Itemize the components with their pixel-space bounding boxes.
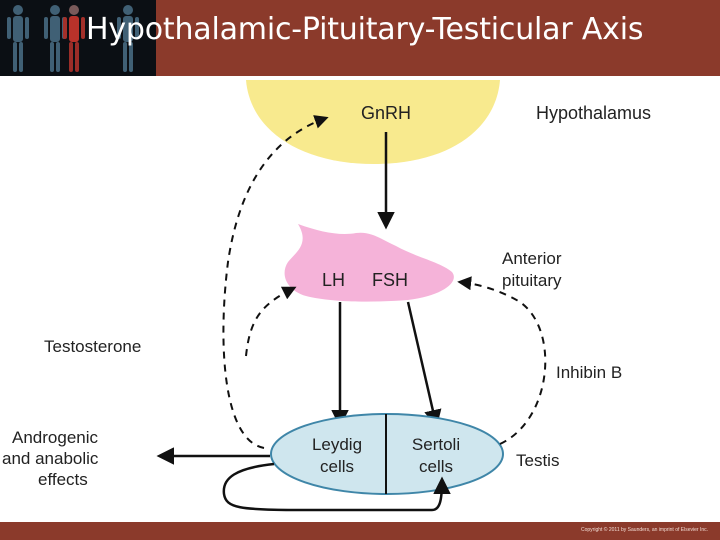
testosterone-to-sertoli-arrow: [222, 462, 451, 512]
anabolic-label: and anabolic: [2, 449, 99, 468]
sertoli-cells-label: cells: [419, 457, 453, 476]
inhibin-b-label: Inhibin B: [556, 363, 622, 382]
testosterone-feedback-arrow: [222, 115, 329, 449]
lh-label: LH: [322, 270, 345, 290]
androgenic-label: Androgenic: [12, 428, 99, 447]
slide-title: Hypothalamic-Pituitary-Testicular Axis: [86, 12, 644, 47]
sertoli-label: Sertoli: [412, 435, 460, 454]
anatomy-thumbnail-image: [0, 0, 156, 76]
leydig-label: Leydig: [312, 435, 362, 454]
testosterone-to-pituitary-arrow: [245, 286, 297, 357]
hypothalamus-label: Hypothalamus: [536, 103, 651, 123]
testosterone-label: Testosterone: [44, 337, 141, 356]
effects-label: effects: [38, 470, 88, 489]
anterior-pituitary-shape: [284, 224, 454, 302]
pituitary-label: pituitary: [502, 271, 562, 290]
inhibin-b-feedback-arrow: [457, 276, 547, 445]
footer-bar: Copyright © 2011 by Saunders, an imprint…: [0, 522, 720, 540]
fsh-arrow: [406, 301, 442, 428]
hypothalamus-shape: [246, 80, 500, 164]
gnrh-label: GnRH: [361, 103, 411, 123]
fsh-label: FSH: [372, 270, 408, 290]
testis-label: Testis: [516, 451, 559, 470]
leydig-cells-label: cells: [320, 457, 354, 476]
copyright-notice: Copyright © 2011 by Saunders, an imprint…: [581, 527, 708, 533]
anterior-label: Anterior: [502, 249, 562, 268]
